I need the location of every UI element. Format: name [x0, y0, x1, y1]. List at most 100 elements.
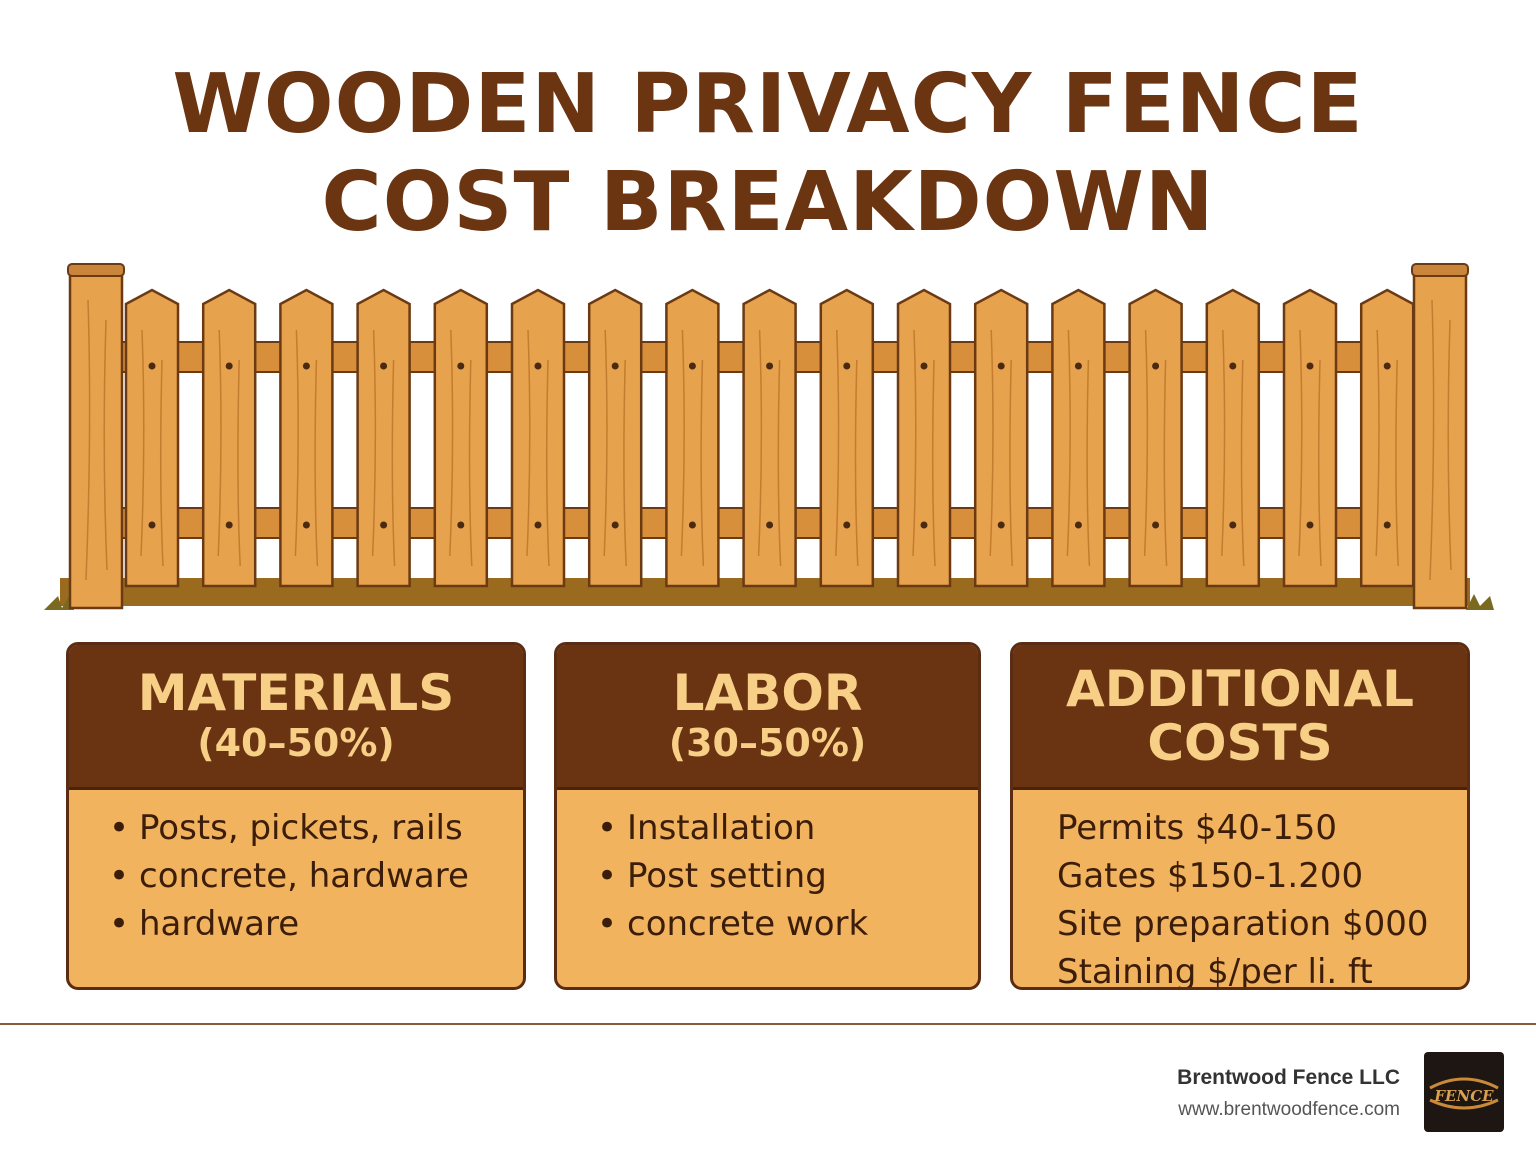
- right-post: [1412, 266, 1468, 610]
- wood-grain: [545, 359, 550, 567]
- picket: [1282, 288, 1338, 588]
- nail: [1229, 521, 1237, 529]
- wood-grain: [449, 329, 454, 557]
- nail: [534, 521, 542, 529]
- labor-list: Installation Post setting concrete work: [597, 804, 978, 948]
- wood-grain: [1395, 359, 1399, 567]
- nail: [380, 362, 388, 370]
- picket: [587, 288, 643, 588]
- nail: [920, 362, 928, 370]
- materials-card: MATERIALS (40–50%) Posts, pickets, rails…: [66, 642, 526, 990]
- logo-text: FENCE: [1433, 1087, 1494, 1105]
- nail: [611, 362, 619, 370]
- wood-grain: [1009, 359, 1013, 567]
- nail: [920, 521, 928, 529]
- wood-grain: [140, 329, 145, 557]
- picket: [1128, 288, 1183, 588]
- labor-card-header: LABOR (30–50%): [557, 645, 978, 790]
- fence-posts: [67, 263, 1469, 610]
- title-line-2: COST BREAKDOWN: [321, 155, 1215, 250]
- nail: [1152, 521, 1160, 529]
- wood-grain: [1317, 359, 1322, 567]
- wood-grain: [603, 329, 608, 557]
- wood-grain: [1086, 359, 1091, 567]
- wood-grain: [371, 329, 377, 557]
- materials-card-header: MATERIALS (40–50%): [69, 645, 523, 790]
- picket: [124, 288, 180, 588]
- wood-grain: [757, 329, 763, 557]
- wood-grain: [1429, 299, 1435, 581]
- nail: [225, 521, 233, 529]
- list-item: Permits $40-150: [1057, 808, 1338, 848]
- wood-grain: [1298, 329, 1303, 557]
- wood-grain: [835, 329, 840, 557]
- labor-percent: (30–50%): [668, 721, 867, 765]
- wood-grain: [468, 359, 473, 567]
- list-item: Site preparation $000: [1057, 904, 1429, 944]
- wood-grain: [1143, 329, 1149, 557]
- labor-heading: LABOR: [672, 664, 863, 722]
- nail: [148, 362, 156, 370]
- list-item: concrete, hardware: [109, 852, 523, 900]
- picket: [433, 288, 489, 588]
- picket: [356, 288, 411, 588]
- wood-grain: [1066, 329, 1071, 557]
- labor-card: LABOR (30–50%) Installation Post setting…: [554, 642, 981, 990]
- fence-pickets: [124, 288, 1415, 588]
- title-line-1: WOODEN PRIVACY FENCE: [172, 57, 1364, 152]
- nail: [766, 362, 774, 370]
- wood-grain: [989, 329, 994, 557]
- nail: [611, 521, 619, 529]
- nail: [457, 521, 465, 529]
- wood-grain: [526, 329, 531, 557]
- list-item: Gates $150-1.200: [1057, 856, 1364, 896]
- picket: [742, 288, 797, 588]
- picket: [1359, 288, 1415, 588]
- materials-percent: (40–50%): [197, 721, 395, 765]
- additional-costs-list: Permits $40-150 Gates $150-1.200 Site pr…: [1051, 804, 1467, 990]
- nail: [997, 521, 1005, 529]
- grass-tuft-left: [44, 594, 74, 610]
- picket: [201, 288, 257, 588]
- nail: [1306, 521, 1314, 529]
- wood-grain: [1375, 329, 1380, 557]
- nail: [688, 362, 696, 370]
- grass-tuft-right: [1466, 594, 1494, 610]
- wood-grain: [237, 359, 241, 567]
- wooden-fence-illustration: [44, 263, 1494, 610]
- nail: [1306, 362, 1314, 370]
- wood-grain: [217, 329, 222, 557]
- nail: [148, 521, 156, 529]
- nail: [1074, 521, 1082, 529]
- nail: [997, 362, 1005, 370]
- nail: [534, 362, 542, 370]
- nail: [1383, 362, 1391, 370]
- nail: [1152, 362, 1160, 370]
- wood-grain: [294, 329, 299, 557]
- wood-grain: [159, 359, 164, 567]
- list-item: Post setting: [597, 852, 978, 900]
- list-item: Installation: [597, 804, 978, 852]
- nail: [843, 521, 851, 529]
- nail: [766, 521, 774, 529]
- wood-grain: [314, 359, 319, 567]
- company-url[interactable]: www.brentwoodfence.com: [1178, 1099, 1400, 1120]
- wood-grain: [680, 329, 685, 557]
- picket: [819, 288, 875, 588]
- list-item: Posts, pickets, rails: [109, 804, 523, 852]
- nail: [1383, 521, 1391, 529]
- wood-grain: [1163, 359, 1168, 567]
- picket: [665, 288, 720, 588]
- nail: [1229, 362, 1237, 370]
- wood-grain: [85, 299, 91, 581]
- list-item: hardware: [109, 900, 523, 948]
- list-item: Staining $/per li. ft: [1057, 952, 1373, 990]
- company-logo: FENCE: [1424, 1052, 1504, 1132]
- picket: [1205, 288, 1261, 588]
- wood-grain: [854, 359, 859, 567]
- wood-grain: [912, 329, 917, 557]
- nail: [380, 521, 388, 529]
- post-cap: [67, 263, 125, 277]
- company-name: Brentwood Fence LLC: [1177, 1066, 1400, 1089]
- nail: [843, 362, 851, 370]
